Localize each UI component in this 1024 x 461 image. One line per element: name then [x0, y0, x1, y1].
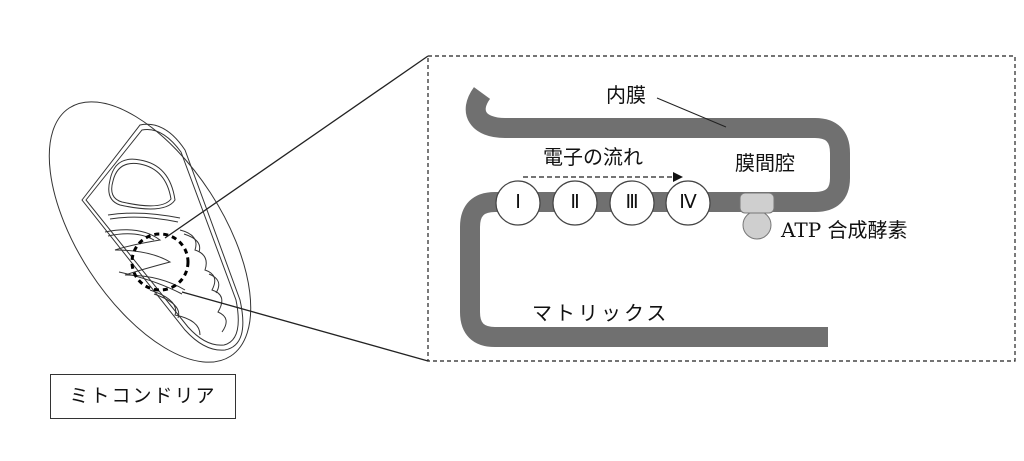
atp-synthase — [739, 192, 775, 240]
mitochondrion-drawing — [48, 101, 252, 363]
crista — [108, 158, 176, 210]
complex-3: Ⅲ — [625, 192, 639, 213]
cristae-inner — [107, 216, 220, 319]
arrowhead-icon — [673, 172, 683, 182]
complexes — [495, 180, 711, 226]
electron-flow-label: 電子の流れ — [543, 145, 643, 169]
inner-membrane-label: 内膜 — [606, 83, 646, 107]
connector-line-bottom — [181, 291, 429, 362]
complex-1: Ⅰ — [515, 192, 521, 213]
inner-membrane-leader-line — [656, 97, 727, 128]
matrix-label: マトリックス — [532, 301, 670, 325]
mitochondria-caption: ミトコンドリア — [50, 374, 236, 419]
intermembrane-space-label: 膜間腔 — [735, 151, 795, 175]
atp-synthase-label: ATP 合成酵素 — [781, 218, 908, 242]
inset-frame — [427, 55, 1016, 362]
connector-line-top — [164, 55, 429, 239]
crista — [111, 162, 172, 207]
complex-2: Ⅱ — [570, 192, 580, 213]
inner-membrane — [460, 87, 850, 347]
outer-membrane — [48, 101, 252, 363]
cristae — [104, 212, 227, 336]
zoom-region-circle — [130, 232, 190, 292]
cut-face — [81, 123, 244, 351]
inner-membrane-outline — [85, 128, 239, 346]
complex-4: Ⅳ — [679, 192, 697, 213]
